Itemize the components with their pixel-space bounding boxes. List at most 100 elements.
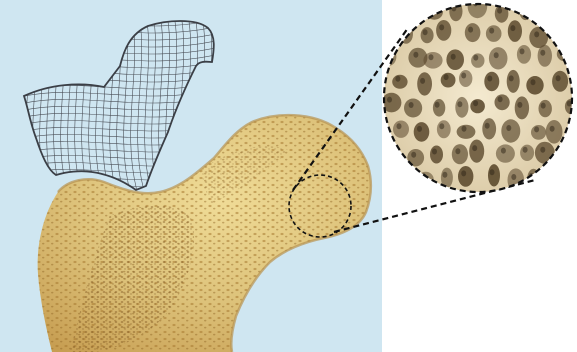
trabecular-pore [571, 117, 577, 140]
trabecular-pore [531, 125, 546, 140]
trabecular-pore [507, 70, 520, 93]
trabecular-pore [423, 52, 442, 69]
trabecular-pore-shadow [435, 102, 440, 108]
trabecular-pore [552, 71, 568, 92]
trabecular-pore [547, 174, 564, 189]
trabecular-pore-shadow [468, 27, 473, 33]
trabecular-pore-shadow [521, 2, 526, 8]
trabecular-pore-shadow [517, 102, 522, 108]
trabecular-pore [482, 118, 496, 139]
trabecular-pore-shadow [497, 8, 502, 14]
trabecular-pore-shadow [564, 144, 569, 150]
trabecular-pore-shadow [455, 148, 460, 154]
trabecular-pore [489, 47, 508, 69]
trabecular-pore-shadow [553, 24, 558, 30]
trabecular-pore-shadow [411, 152, 416, 158]
trabecular-pore [572, 72, 577, 92]
trabecular-pore [385, 2, 398, 18]
trabecular-pore-shadow [413, 52, 418, 58]
trabecular-pore [393, 166, 409, 186]
trabecular-pore [495, 94, 510, 110]
trabecular-pore-shadow [429, 54, 434, 60]
trabecular-pore [393, 121, 409, 138]
trabecular-pore-shadow [556, 75, 561, 81]
trabecular-pore-shadow [387, 97, 392, 103]
trabecular-pore-shadow [490, 169, 495, 175]
trabecular-pore-shadow [487, 76, 492, 82]
trabecular-pore [496, 144, 515, 162]
trabecular-pore [417, 72, 432, 95]
trabecular-pore [404, 99, 422, 118]
trabecular-pore-shadow [534, 31, 539, 37]
trabecular-pore [455, 97, 468, 118]
trabecular-pore [433, 99, 445, 117]
trabecular-pore-shadow [501, 148, 506, 154]
trabecular-pore-shadow [509, 75, 514, 81]
trabecular-pore [539, 100, 552, 117]
trabecular-pore-shadow [397, 170, 402, 176]
trabecular-pore [557, 47, 574, 62]
trabecular-pore-shadow [430, 6, 435, 12]
trabecular-pore-shadow [420, 78, 425, 84]
trabecular-pore-shadow [540, 50, 545, 56]
trabecular-pore-shadow [511, 174, 516, 180]
trabecular-pore [508, 20, 522, 42]
trabecular-pore [486, 25, 502, 42]
trabecular-pore [399, 24, 413, 44]
trabecular-pore-shadow [395, 76, 400, 82]
trabecular-pore [520, 145, 534, 161]
trabecular-pore [501, 119, 520, 142]
trabecular-pore [526, 76, 543, 95]
trabecular-pore [488, 164, 500, 186]
trabecular-pore-shadow [539, 4, 544, 10]
trabecular-pore-shadow [531, 79, 536, 85]
trabecular-pore [550, 21, 565, 39]
trabecular-pore [515, 96, 529, 119]
trabecular-pore [484, 72, 499, 91]
trabecular-pore-shadow [417, 126, 422, 132]
trabecular-pore-shadow [574, 30, 577, 36]
trabecular-pore [436, 20, 451, 41]
trabecular-pore-shadow [473, 55, 478, 61]
trabecular-pore-shadow [506, 125, 511, 131]
trabecular-pore [421, 27, 434, 43]
trabecular-pore-shadow [457, 101, 462, 107]
trabecular-pore-shadow [423, 29, 428, 35]
trabecular-pore-shadow [550, 126, 555, 132]
trabecular-pore [414, 122, 430, 142]
trabecular-pore [561, 0, 574, 20]
trabecular-pore-shadow [510, 25, 515, 31]
trabecular-pore-shadow [439, 24, 444, 30]
trabecular-pore [470, 99, 485, 113]
trabecular-pore-shadow [461, 73, 466, 79]
trabecular-pore [537, 3, 552, 19]
trabecular-pore-shadow [472, 145, 477, 151]
trabecular-pore-shadow [387, 5, 392, 11]
trabecular-pore-shadow [461, 170, 466, 176]
trabecular-pore [452, 144, 468, 164]
trabecular-pore [535, 142, 555, 164]
trabecular-pore-shadow [494, 52, 499, 58]
trabecular-pore [446, 49, 464, 70]
trabecular-pore-shadow [397, 123, 402, 129]
trabecular-pore-shadow [442, 172, 447, 178]
trabecular-pore [418, 172, 434, 187]
trabecular-pore-shadow [541, 103, 546, 109]
trabecular-pore [508, 168, 525, 191]
trabecular-pore-shadow [498, 96, 503, 102]
trabecular-pore [560, 143, 576, 159]
trabecular-pore [517, 45, 531, 64]
trabecular-pore-shadow [551, 176, 556, 182]
trabecular-pore [430, 146, 443, 164]
trabecular-pore [392, 75, 407, 89]
trabecular-pore [471, 53, 484, 67]
trabecular-pore [458, 166, 473, 187]
trabecular-pore-shadow [439, 123, 444, 129]
trabecular-pore-shadow [534, 126, 539, 132]
trabecular-bone-zoom-icon [380, 0, 577, 192]
trabecular-pore-shadow [409, 102, 414, 108]
trabecular-pore [469, 140, 484, 163]
trabecular-pore-shadow [390, 150, 395, 156]
